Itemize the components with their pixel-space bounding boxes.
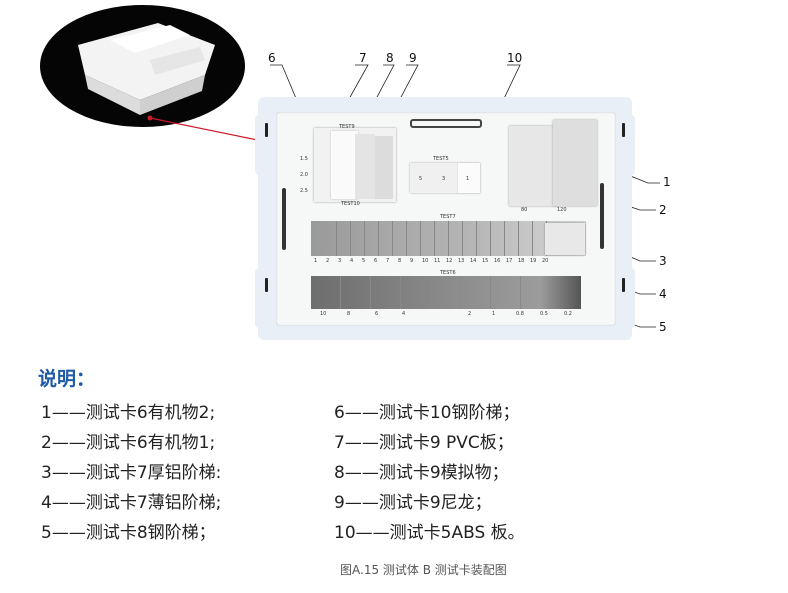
test5-label: TEST5 [433, 156, 449, 162]
callout-9: 9 [409, 51, 417, 65]
test7-numbers: 1 2 3 4 5 6 7 8 9 10 11 12 13 14 15 16 1… [314, 258, 549, 264]
test6-organic-2 [553, 120, 597, 206]
test9-label: TEST9 [339, 124, 355, 130]
callout-4: 4 [659, 287, 667, 301]
callout-7: 7 [359, 51, 367, 65]
tray-tab [615, 268, 635, 328]
tray-handle [410, 119, 482, 128]
test6-organic-1 [509, 126, 559, 206]
legend-item-1: 1——测试卡6有机物2; [41, 403, 216, 423]
test9-value: 2.5 [300, 188, 308, 194]
legend-item-3: 3——测试卡7厚铝阶梯: [41, 463, 222, 483]
test9-nylon [375, 136, 393, 199]
legend-item-7: 7——测试卡9 PVC板； [334, 433, 514, 453]
test7-thick-steps [545, 223, 585, 255]
test9-value: 2.0 [300, 172, 308, 178]
test8-values: 10 8 6 4 2 1 0.8 0.5 0.2 [320, 311, 572, 317]
tray-tab [615, 115, 635, 175]
callout-6: 6 [268, 51, 276, 65]
callout-2: 2 [659, 203, 667, 217]
test6-value: 80 [521, 207, 528, 213]
legend-heading: 说明： [38, 368, 96, 390]
test9-value: 1.5 [300, 156, 308, 162]
legend-item-5: 5——测试卡8钢阶梯； [41, 523, 216, 543]
test6-value: 120 [557, 207, 567, 213]
test5-abs-plate [458, 163, 480, 193]
test7-aluminum-steps [311, 221, 586, 256]
callout-3: 3 [659, 254, 667, 268]
test9-pvc-plate [331, 131, 358, 199]
callout-8: 8 [386, 51, 394, 65]
tray-tab [255, 268, 275, 328]
zoom-detail-oval [40, 5, 245, 127]
callout-1: 1 [663, 175, 671, 189]
test-kit-photo: TEST9 1.5 2.0 2.5 TEST10 TEST5 5 3 1 80 … [40, 5, 671, 340]
callout-5: 5 [659, 320, 667, 334]
legend-item-6: 6——测试卡10钢阶梯； [334, 403, 520, 423]
tray-slot [265, 123, 268, 137]
tray-tab [255, 115, 275, 175]
test7-label: TEST7 [440, 214, 456, 220]
tray-slot [622, 123, 625, 137]
callout-10: 10 [507, 51, 523, 65]
legend-item-4: 4——测试卡7薄铝阶梯; [41, 493, 222, 513]
legend-item-10: 10——测试卡5ABS 板。 [334, 523, 525, 543]
tray-handle [282, 188, 286, 250]
tray-slot [265, 278, 268, 292]
figure-caption: 图A.15 测试体 B 测试卡装配图 [340, 563, 507, 577]
tray-handle [600, 183, 604, 249]
test8-steel-steps [311, 276, 581, 309]
test5-value: 3 [442, 176, 446, 182]
tray-slot [622, 278, 625, 292]
foam-block-illustration [78, 23, 215, 115]
test5-value: 1 [466, 176, 470, 182]
test9-simulant [355, 134, 375, 199]
legend-item-2: 2——测试卡6有机物1; [41, 433, 216, 453]
test5-value: 5 [419, 176, 423, 182]
legend-item-8: 8——测试卡9模拟物； [334, 463, 509, 483]
test6-label: TEST6 [440, 270, 456, 276]
legend-item-9: 9——测试卡9尼龙； [334, 493, 492, 513]
test10-label: TEST10 [341, 201, 360, 207]
